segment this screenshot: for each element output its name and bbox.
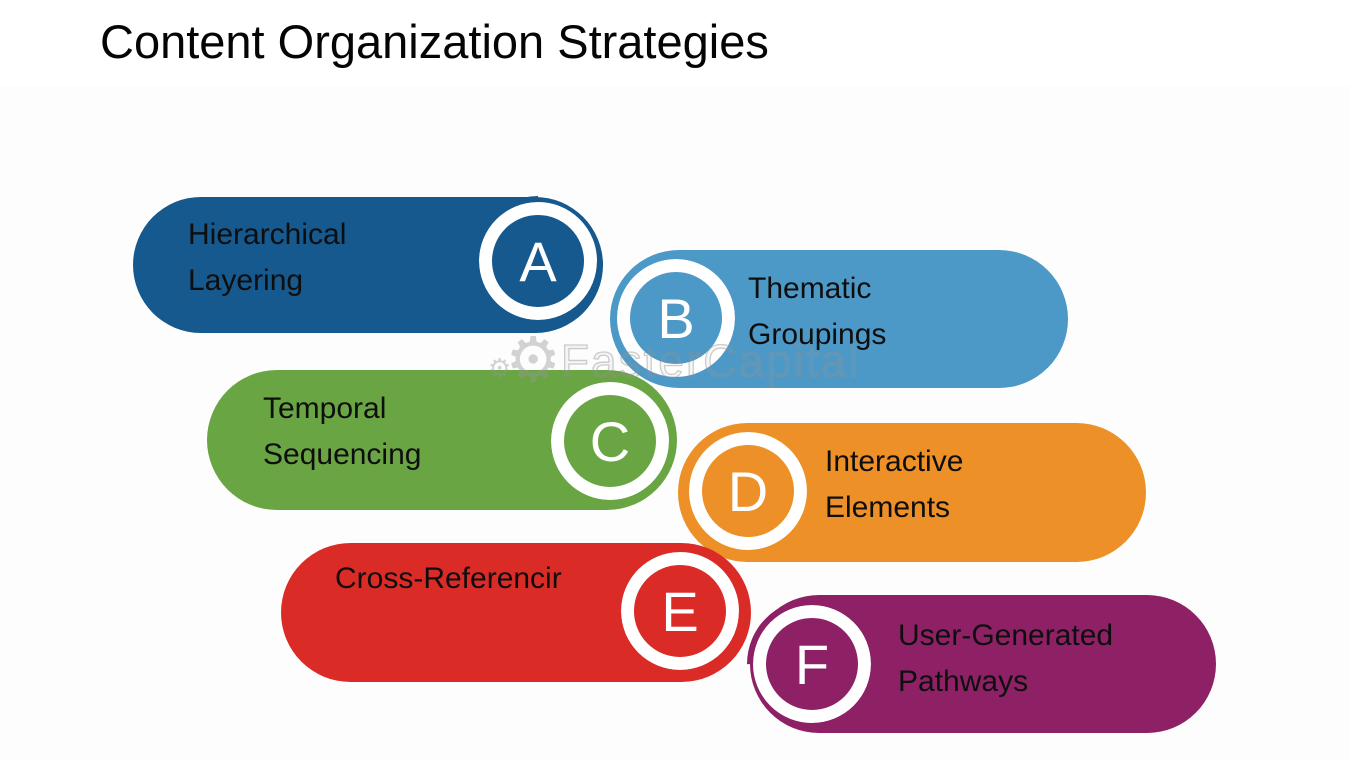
label-line: Sequencing <box>263 438 422 471</box>
badge-d: D <box>689 432 807 550</box>
badge-a: A <box>479 202 597 320</box>
strategy-label-user-generated-pathways: User-Generated Pathways <box>898 613 1113 705</box>
strategy-label-thematic-groupings: Thematic Groupings <box>748 266 886 358</box>
badge-letter-b: B <box>657 286 695 350</box>
strategy-label-interactive-elements: Interactive Elements <box>825 439 963 531</box>
badge-c: C <box>551 382 669 500</box>
label-line: Temporal <box>263 392 387 425</box>
label-line: Pathways <box>898 665 1029 698</box>
strategy-label-temporal-sequencing: Temporal Sequencing <box>263 386 421 478</box>
strategy-label-cross-referencing: Cross-Referencir <box>335 556 562 602</box>
title-band <box>0 0 1350 86</box>
strategy-label-hierarchical-layering: Hierarchical Layering <box>188 212 346 304</box>
badge-letter-a: A <box>519 229 557 293</box>
label-line: Layering <box>188 264 304 297</box>
badge-letter-e: E <box>661 579 699 643</box>
label-line: User-Generated <box>898 619 1114 652</box>
badge-letter-d: D <box>727 459 769 523</box>
label-line: Thematic <box>748 272 872 305</box>
label-line: Cross-Referencir <box>335 562 562 595</box>
label-line: Groupings <box>748 318 887 351</box>
badge-f: F <box>753 605 871 723</box>
label-line: Hierarchical <box>188 218 347 251</box>
badge-letter-f: F <box>794 632 830 696</box>
label-line: Interactive <box>825 445 964 478</box>
badge-e: E <box>621 552 739 670</box>
label-line: Elements <box>825 491 951 524</box>
page-title: Content Organization Strategies <box>100 15 769 68</box>
badge-letter-c: C <box>589 409 631 473</box>
badge-b: B <box>617 259 735 377</box>
